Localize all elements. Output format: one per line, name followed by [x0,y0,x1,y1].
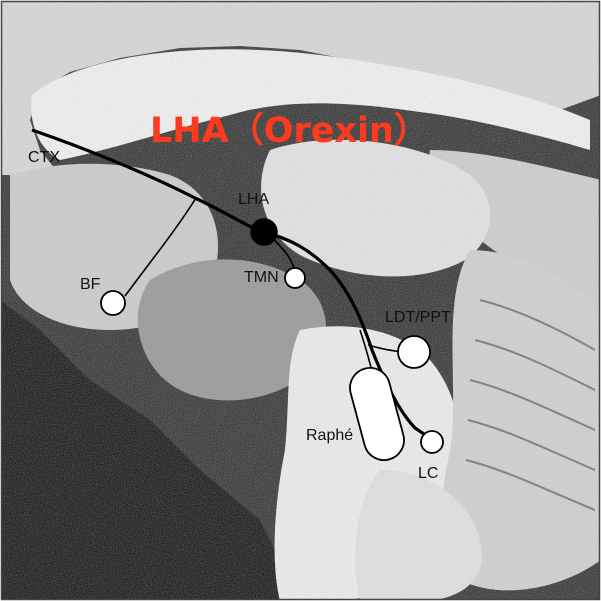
label-tmn: TMN [244,270,279,286]
label-ldt-ppt: LDT/PPT [385,310,451,326]
label-ctx: CTX [28,150,60,166]
tmn-nucleus [285,268,305,288]
lc-nucleus [421,431,443,453]
label-lc: LC [418,466,438,482]
label-raphe: Raphé [306,428,353,444]
label-bf: BF [80,277,100,293]
lha-nucleus [251,219,277,245]
diagram-title: LHA（Orexin） [150,114,429,149]
bf-nucleus [101,291,125,315]
label-lha: LHA [238,192,269,208]
ldt-ppt-nucleus [398,336,430,368]
